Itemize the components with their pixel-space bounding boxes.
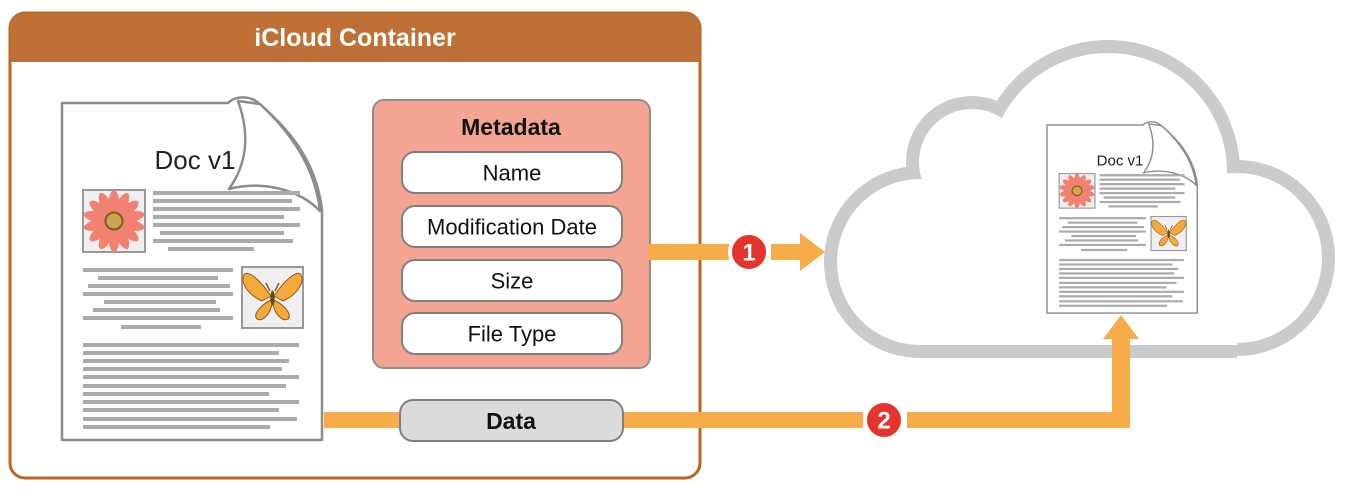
butterfly-icon — [242, 273, 303, 321]
metadata-item-file-type: File Type — [401, 312, 623, 355]
svg-text:Modification Date: Modification Date — [427, 215, 597, 240]
svg-text:Name: Name — [483, 161, 542, 186]
document-graphic — [60, 96, 324, 442]
metadata-item-name: Name — [401, 151, 623, 194]
data-box: Data — [399, 399, 624, 442]
step-2-number: 2 — [877, 408, 890, 435]
step-2-badge: 2 — [863, 399, 905, 441]
flower-image — [82, 189, 146, 253]
arrow-1: 1 — [648, 231, 825, 273]
butterfly-image — [241, 266, 304, 329]
cloud-document-title: Doc v1 — [1097, 153, 1144, 170]
flower-icon — [82, 190, 146, 252]
step-1-number: 1 — [742, 240, 755, 267]
container-title: iCloud Container — [254, 24, 456, 52]
metadata-item-modification-date: Modification Date — [401, 205, 623, 248]
metadata-title: Metadata — [461, 114, 561, 140]
container-header — [10, 13, 700, 62]
svg-text:Size: Size — [491, 269, 534, 294]
svg-text:File Type: File Type — [468, 322, 557, 347]
metadata-box: Metadata Name Modification Date Size Fil… — [372, 99, 651, 369]
document-title: Doc v1 — [155, 145, 236, 175]
document-text-lines — [83, 191, 300, 429]
cloud-document — [1047, 122, 1197, 313]
data-label: Data — [486, 408, 536, 434]
data-panel — [399, 399, 624, 442]
metadata-item-size: Size — [401, 259, 623, 302]
step-1-badge: 1 — [728, 231, 770, 273]
